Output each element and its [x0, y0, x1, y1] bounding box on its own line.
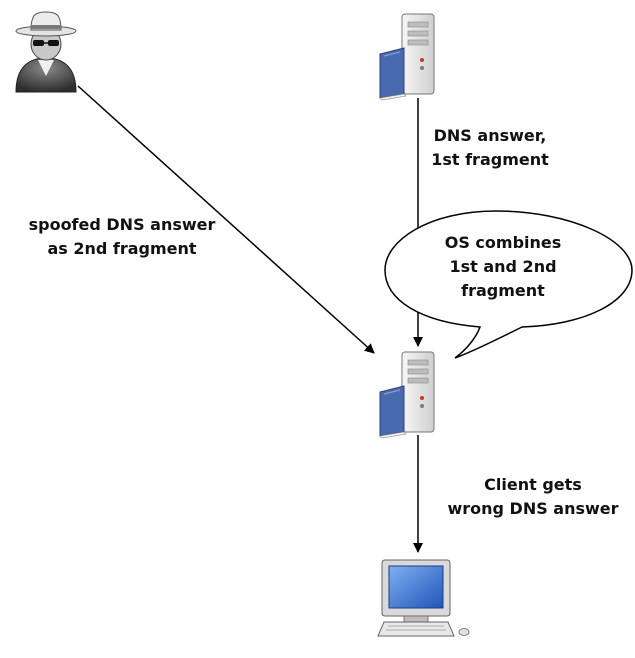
client-label: Client gets wrong DNS answer	[438, 473, 628, 521]
resolver-server-icon	[379, 351, 435, 439]
bubble-text: OS combines 1st and 2nd fragment	[428, 231, 578, 303]
spoofed-answer-line1: spoofed DNS answer	[28, 215, 216, 234]
dns-server-icon	[379, 13, 435, 101]
dns-answer-line2: 1st fragment	[431, 150, 549, 169]
spoof-arrow	[77, 85, 375, 354]
spoofed-answer-label: spoofed DNS answer as 2nd fragment	[22, 213, 222, 261]
bubble-line1: OS combines	[444, 233, 562, 252]
dns-answer-label: DNS answer, 1st fragment	[420, 124, 560, 172]
bubble-line3: fragment	[461, 281, 545, 300]
desktop-computer-icon	[377, 559, 470, 637]
spoofed-answer-line2: as 2nd fragment	[47, 239, 197, 258]
spy-icon	[15, 11, 77, 93]
speech-bubble	[384, 210, 633, 359]
bubble-line2: 1st and 2nd	[449, 257, 557, 276]
client-line2: wrong DNS answer	[447, 499, 619, 518]
client-line1: Client gets	[484, 475, 582, 494]
dns-answer-line1: DNS answer,	[433, 126, 547, 145]
